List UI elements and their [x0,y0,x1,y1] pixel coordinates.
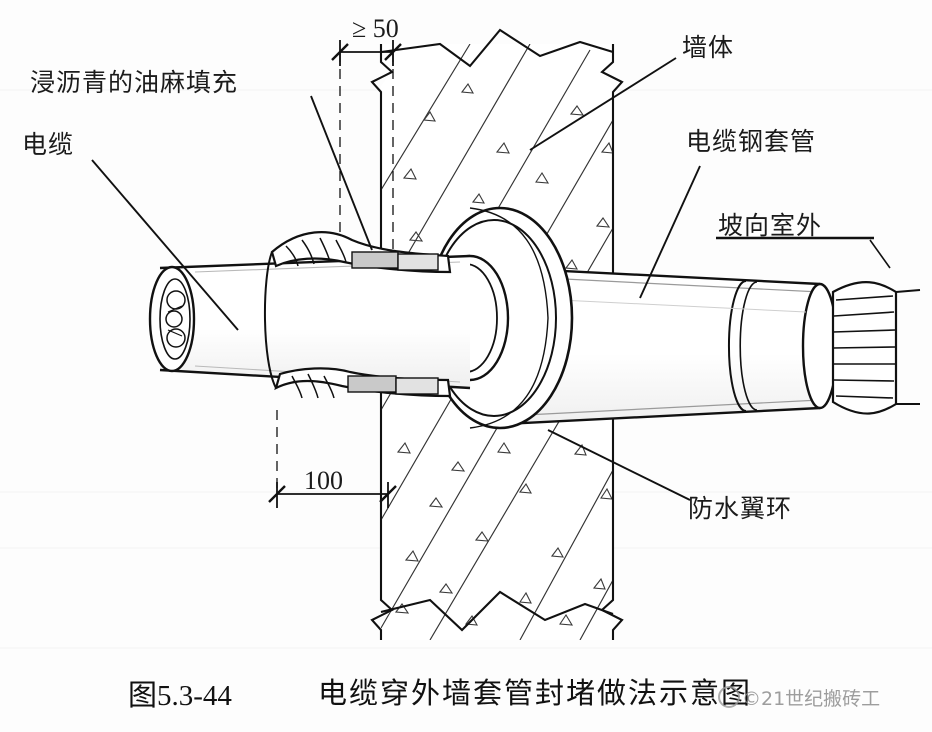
asphalt-oakum-right [831,281,921,415]
label-dim-100: 100 [304,466,343,495]
watermark-text: ©21世纪搬砖工 [742,688,881,710]
figure-caption-text: 电缆穿外墙套管封堵做法示意图 [318,676,753,710]
label-asphalt-oakum-filling: 浸沥青的油麻填充 [30,68,239,97]
asphalt-oakum-left [263,231,452,399]
figure-caption-number: 图5.3-44 [128,680,232,712]
wall-bottom-break [380,590,614,632]
circle-copyright-icon [718,686,740,708]
label-waterproof-wing-ring: 防水翼环 [688,494,793,523]
label-slope-to-outdoor: 坡向室外 [718,211,823,240]
label-wall: 墙体 [682,33,735,62]
dimension-100 [268,410,397,508]
wall-top-break [380,28,614,68]
cable [148,254,471,390]
dimension-min-50 [331,40,402,272]
label-cable: 电缆 [22,130,75,159]
cable-steel-sleeve [504,266,839,426]
label-dim-min-50: ≥ 50 [352,14,399,43]
label-cable-steel-sleeve: 电缆钢套管 [686,127,817,156]
leader-lines [91,57,891,501]
